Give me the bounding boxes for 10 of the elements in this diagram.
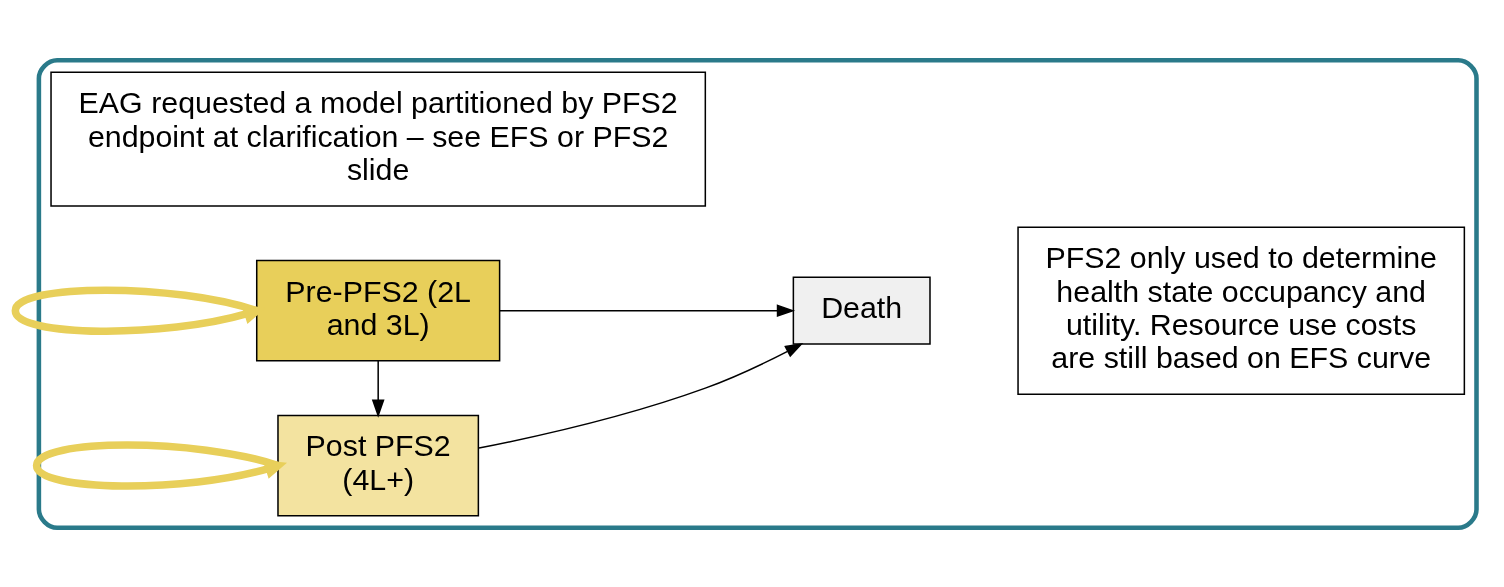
arrow xyxy=(32,440,287,490)
node-box: Post PFS2 (4L+) xyxy=(277,414,480,516)
arrow xyxy=(498,303,796,317)
node-box: Pre-PFS2 (2L and 3L) xyxy=(255,259,501,362)
node-box: Death xyxy=(792,276,931,345)
node-box: EAG requested a model partitioned by PFS2 endpoint at clarification – see EFS or PFS2 slide xyxy=(50,71,707,207)
arrow xyxy=(371,359,385,418)
node-box: PFS2 only used to determine health state occupancy and utility. Resource use costs are still based on EFS curve xyxy=(1017,225,1466,395)
cluster xyxy=(36,57,1479,530)
arrow xyxy=(478,342,804,449)
